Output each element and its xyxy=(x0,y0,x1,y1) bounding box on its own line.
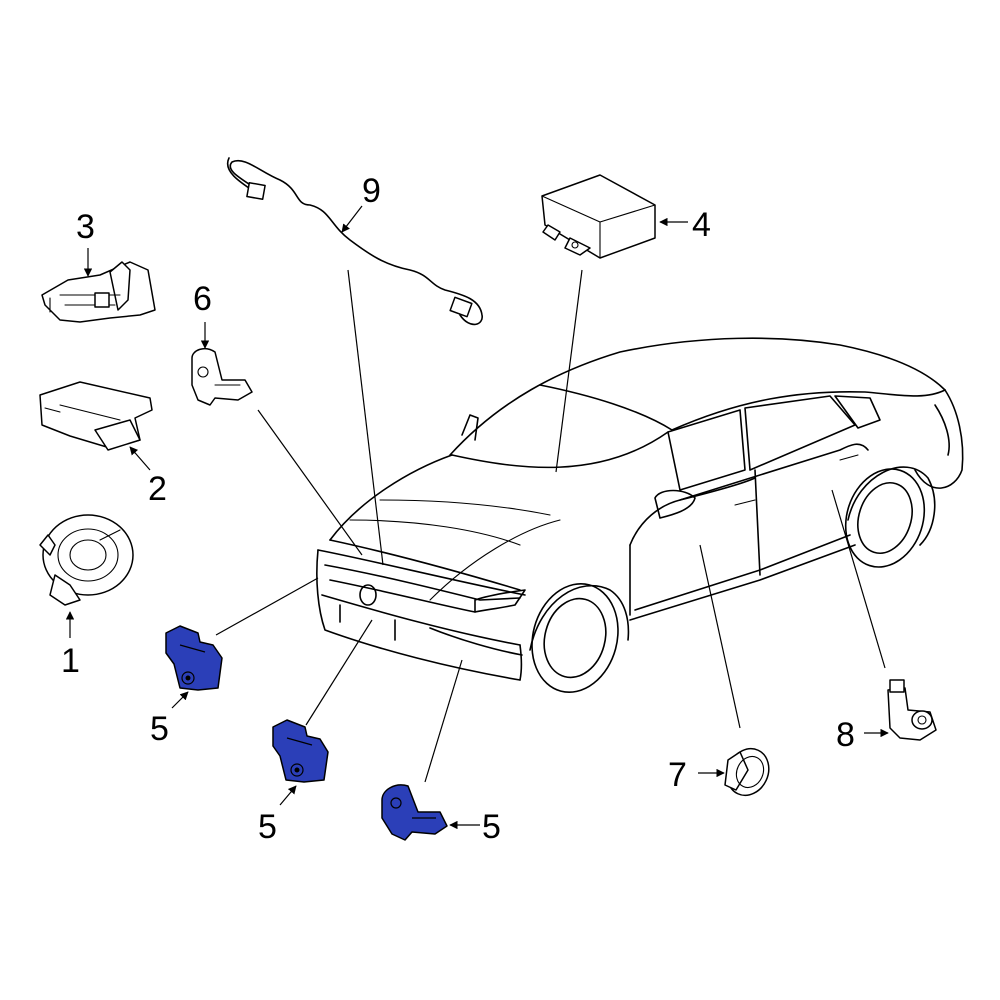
callout-5b: 5 xyxy=(258,808,277,846)
part-7-sensor xyxy=(724,747,770,797)
part-9-harness xyxy=(226,157,483,326)
part-4-control-unit xyxy=(541,174,656,259)
callout-7: 7 xyxy=(668,756,687,794)
part-5-sensor-b xyxy=(272,719,329,783)
part-3-bracket xyxy=(41,261,156,323)
callout-arrows xyxy=(65,205,889,830)
callout-2: 2 xyxy=(148,470,167,508)
callout-4: 4 xyxy=(692,206,711,244)
callout-3: 3 xyxy=(76,208,95,246)
part-6-sensor xyxy=(191,347,253,406)
leader-lines xyxy=(215,269,886,783)
callout-1: 1 xyxy=(61,642,80,680)
callout-5c: 5 xyxy=(482,808,501,846)
callout-6: 6 xyxy=(193,280,212,318)
callout-numbers: 3 2 1 6 9 4 5 5 5 7 8 xyxy=(61,172,855,846)
part-5-sensor-a xyxy=(165,625,223,691)
part-5-sensor-c xyxy=(381,784,448,841)
part-8-sensor xyxy=(887,679,937,741)
part-2-module xyxy=(39,381,153,451)
callout-8: 8 xyxy=(836,716,855,754)
callout-5a: 5 xyxy=(150,710,169,748)
callout-9: 9 xyxy=(362,172,381,210)
car-illustration xyxy=(316,337,964,694)
part-1-clock-spring xyxy=(39,514,134,606)
